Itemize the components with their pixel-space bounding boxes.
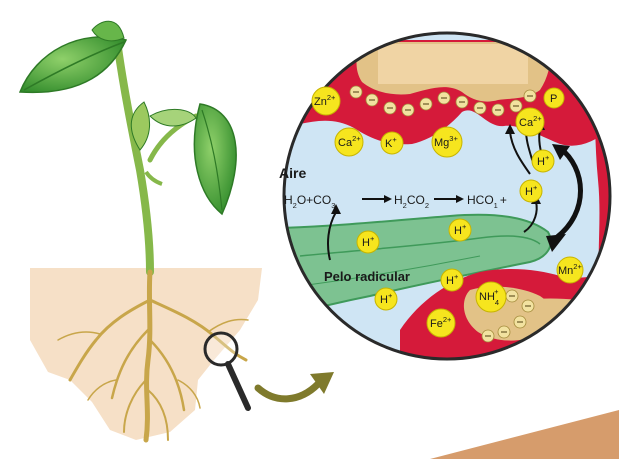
ion-p: P: [550, 93, 557, 105]
leaf-right: [194, 104, 236, 214]
corner-accent-shape: [430, 410, 619, 459]
root-hair-label: Pelo radicular: [324, 269, 410, 284]
curved-arrow-icon: [258, 372, 334, 399]
plant-illustration: [20, 21, 262, 440]
air-label: Aire: [279, 165, 306, 181]
magnifier-icon: [205, 333, 248, 408]
